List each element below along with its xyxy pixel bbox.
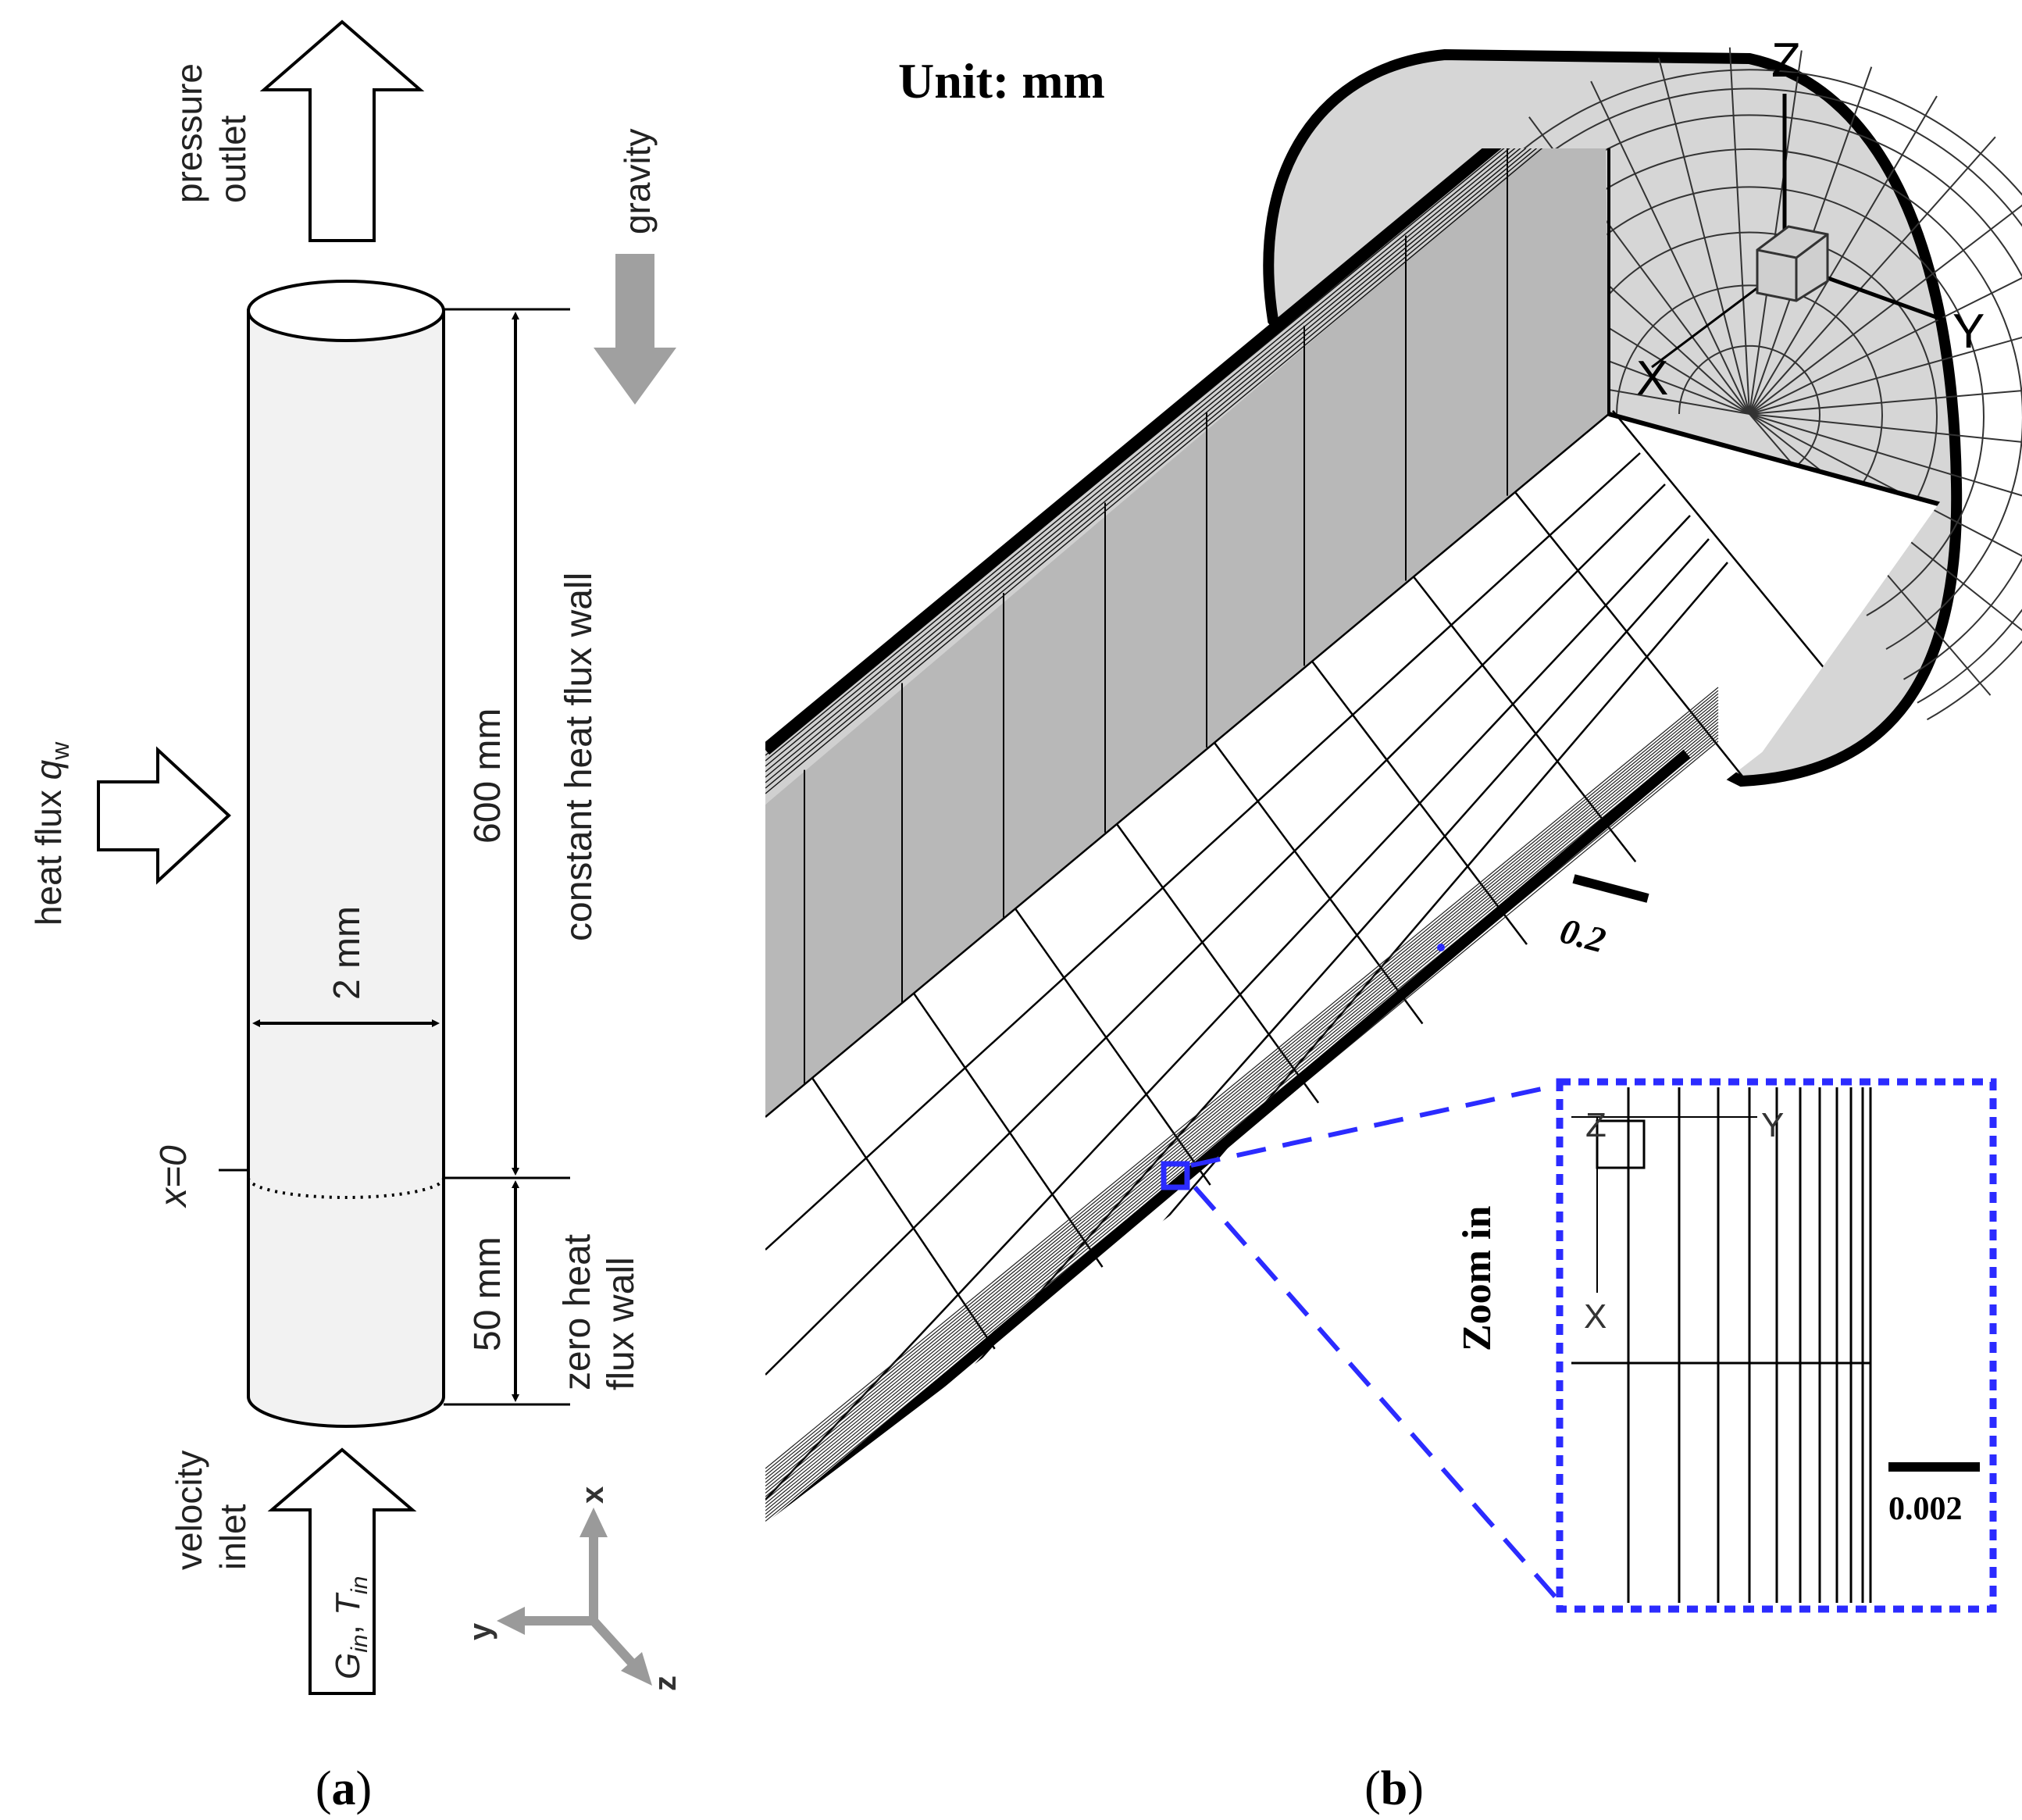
mesh-floor-dense xyxy=(765,690,1719,1472)
scale-bar-inset-label: 0.002 xyxy=(1888,1491,1963,1527)
mesh-floor-dense xyxy=(765,722,1719,1508)
mesh-floor-axial xyxy=(765,452,1641,1251)
mesh-floor-axial xyxy=(765,413,1610,1118)
velocity-inlet-line2: inlet xyxy=(212,1504,253,1570)
mesh-floor-cross xyxy=(1311,660,1563,992)
heat-flux-arrow-icon xyxy=(97,746,231,885)
panel-a: pressure outlet gravity heat flux qw 2 m… xyxy=(28,20,683,1815)
pressure-outlet-line1: pressure xyxy=(169,63,209,203)
mesh-cap-radial xyxy=(1749,95,1938,415)
constant-heat-flux-wall-label: constant heat flux wall xyxy=(558,573,600,941)
outlet-arrow-icon xyxy=(259,20,425,242)
heat-flux-label: heat flux qw xyxy=(28,741,74,926)
mesh-floor-dense xyxy=(765,687,1719,1469)
zoom-leader-top xyxy=(1190,1083,1557,1168)
mesh-cap-radial xyxy=(1657,57,1750,415)
mesh-floor-cross xyxy=(1413,576,1664,898)
axis-z-label-b: Z xyxy=(1771,34,1801,87)
inset-axis-y-label: Y xyxy=(1761,1106,1784,1144)
mesh-floor-dense xyxy=(765,705,1719,1490)
inset-axis-z-label: Z xyxy=(1585,1106,1607,1144)
axis-triad-b: Z Y X xyxy=(1636,34,1985,405)
axis-x-label: x xyxy=(576,1486,610,1504)
mesh-cap-radial xyxy=(1749,277,2022,415)
mesh-floor-dense xyxy=(765,699,1719,1483)
mesh-wall-band xyxy=(765,148,1606,783)
mesh-wall-band xyxy=(765,148,1606,767)
gravity-arrow-icon xyxy=(594,254,676,405)
mesh-floor-dense xyxy=(765,702,1719,1486)
mesh-cap-radial xyxy=(1728,47,1750,415)
tube-mesh xyxy=(765,148,1952,1523)
mesh-floor-axial xyxy=(765,484,1666,1376)
zero-heat-flux-wall-label: zero heat flux wall xyxy=(557,1234,642,1390)
axis-y-label: y xyxy=(463,1622,497,1640)
mesh-floor-dense xyxy=(765,708,1719,1493)
axis-triad-a: x y z xyxy=(463,1486,683,1691)
mesh-floor-cross xyxy=(1612,410,1863,716)
scale-bar-main xyxy=(1572,874,1649,903)
mesh-cap-radial xyxy=(1749,204,2022,415)
pressure-outlet-line2: outlet xyxy=(212,115,253,203)
mesh-wall-band xyxy=(765,148,1606,762)
mesh-cap-radial xyxy=(1749,50,1803,415)
axis-y-label-b: Y xyxy=(1952,305,1985,359)
mesh-floor-dense xyxy=(765,696,1719,1479)
zoom-region-marker xyxy=(1161,1161,1190,1190)
scale-bar-main-label: 0.2 xyxy=(1556,910,1610,960)
mesh-wall-band xyxy=(765,148,1606,778)
mesh-cap-arc xyxy=(1678,344,1821,476)
mesh-cap-radial xyxy=(1749,136,1996,415)
inlet-conditions-label: Gin, Tin xyxy=(329,1576,373,1679)
unit-label: Unit: mm xyxy=(898,53,1105,109)
axis-x-label-b: X xyxy=(1636,352,1668,405)
mesh-floor-axial xyxy=(765,515,1691,1501)
mesh-wall-band xyxy=(765,148,1606,794)
zoom-inset: Z Y X 0.002 xyxy=(1556,1078,1997,1613)
inlet-arrow-icon xyxy=(267,1447,417,1695)
zoom-in-label: Zoom in xyxy=(1455,1206,1500,1351)
gravity-label: gravity xyxy=(617,129,658,234)
mesh-wall-band xyxy=(765,148,1606,773)
mesh-cap-radial xyxy=(1590,80,1750,415)
mesh-floor-dense xyxy=(765,693,1719,1476)
velocity-inlet-label: velocity inlet xyxy=(169,1451,253,1570)
length-600-label: 600 mm xyxy=(467,708,508,844)
zoom-inset-border xyxy=(1556,1078,1997,1613)
mesh-floor-dense xyxy=(765,715,1719,1501)
caption-b: (b) xyxy=(1364,1762,1424,1815)
caption-a: (a) xyxy=(316,1762,372,1815)
mesh-cap-arc xyxy=(1616,284,1883,530)
highlight-dot xyxy=(1437,944,1445,951)
zoom-leader-bottom xyxy=(1193,1186,1558,1599)
mesh-floor-dense xyxy=(765,712,1719,1497)
inset-axis-x-label: X xyxy=(1584,1297,1607,1336)
mesh-floor-cross xyxy=(1514,491,1766,805)
length-50-label: 50 mm xyxy=(467,1237,508,1351)
x0-label: x=0 xyxy=(153,1145,194,1208)
zero-wall-line1: zero heat xyxy=(557,1234,598,1390)
velocity-inlet-line1: velocity xyxy=(169,1451,209,1570)
panel-b: Unit: mm xyxy=(765,34,2022,1815)
mesh-wall-band xyxy=(765,148,1606,789)
diameter-label: 2 mm xyxy=(326,906,368,1000)
axis-z-label: z xyxy=(648,1675,683,1691)
tube xyxy=(247,280,445,1428)
zero-wall-line2: flux wall xyxy=(601,1257,642,1390)
pressure-outlet-label: pressure outlet xyxy=(169,63,253,203)
mesh-floor-dense xyxy=(765,719,1719,1504)
